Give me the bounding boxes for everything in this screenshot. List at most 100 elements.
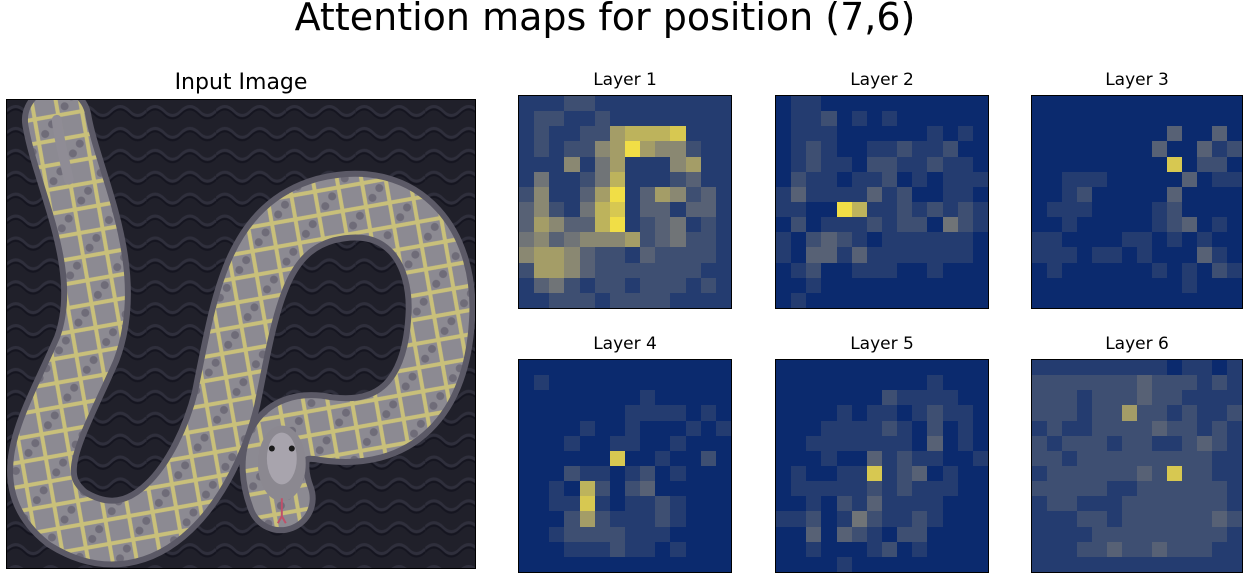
- attention-cell: [1152, 126, 1167, 142]
- attention-cell: [1107, 141, 1122, 157]
- attention-cell: [549, 556, 565, 572]
- attention-cell: [1197, 217, 1212, 233]
- attention-cell: [579, 96, 595, 112]
- attention-cell: [1137, 541, 1152, 557]
- attention-cell: [1182, 450, 1197, 466]
- attention-cell: [519, 496, 535, 512]
- attention-cell: [866, 435, 882, 451]
- attention-cell: [1107, 541, 1122, 557]
- attention-cell: [912, 247, 928, 263]
- attention-cell: [1047, 556, 1062, 572]
- attention-cell: [882, 247, 898, 263]
- attention-cell: [685, 556, 701, 572]
- attention-cell: [579, 420, 595, 436]
- layer-6-attention-map: [1031, 359, 1243, 573]
- attention-cell: [1227, 496, 1242, 512]
- attention-cell: [836, 481, 852, 497]
- attention-cell: [1137, 435, 1152, 451]
- attention-cell: [1032, 292, 1047, 308]
- attention-cell: [776, 96, 792, 112]
- attention-cell: [1197, 420, 1212, 436]
- attention-cell: [942, 390, 958, 406]
- attention-cell: [821, 262, 837, 278]
- attention-cell: [1062, 217, 1077, 233]
- attention-cell: [625, 202, 641, 218]
- attention-cell: [851, 247, 867, 263]
- attention-cell: [564, 156, 580, 172]
- attention-cell: [776, 496, 792, 512]
- attention-cell: [1212, 171, 1227, 187]
- attention-cell: [866, 405, 882, 421]
- layer-1-title: Layer 1: [593, 70, 657, 90]
- attention-cell: [1152, 511, 1167, 527]
- attention-cell: [806, 111, 822, 127]
- attention-cell: [912, 262, 928, 278]
- attention-cell: [821, 247, 837, 263]
- attention-cell: [912, 496, 928, 512]
- attention-cell: [1047, 420, 1062, 436]
- attention-cell: [1047, 277, 1062, 293]
- attention-cell: [534, 541, 550, 557]
- attention-cell: [549, 435, 565, 451]
- attention-cell: [670, 526, 686, 542]
- attention-cell: [655, 496, 671, 512]
- attention-cell: [519, 111, 535, 127]
- attention-cell: [927, 156, 943, 172]
- attention-cell: [640, 141, 656, 157]
- attention-cell: [534, 247, 550, 263]
- attention-cell: [519, 466, 535, 482]
- attention-cell: [1107, 405, 1122, 421]
- attention-cell: [1182, 420, 1197, 436]
- attention-cell: [821, 466, 837, 482]
- attention-cell: [640, 232, 656, 248]
- attention-cell: [1107, 126, 1122, 142]
- attention-cell: [1137, 390, 1152, 406]
- attention-cell: [1137, 186, 1152, 202]
- attention-cell: [655, 481, 671, 497]
- attention-cell: [625, 496, 641, 512]
- attention-cell: [700, 111, 716, 127]
- attention-cell: [942, 511, 958, 527]
- attention-cell: [791, 420, 807, 436]
- attention-cell: [685, 450, 701, 466]
- attention-cell: [1122, 526, 1137, 542]
- attention-cell: [851, 375, 867, 391]
- attention-cell: [882, 292, 898, 308]
- attention-cell: [1107, 292, 1122, 308]
- attention-cell: [1137, 466, 1152, 482]
- layer-5-title: Layer 5: [850, 334, 914, 354]
- attention-cell: [821, 277, 837, 293]
- attention-cell: [609, 217, 625, 233]
- attention-cell: [1212, 526, 1227, 542]
- attention-cell: [534, 511, 550, 527]
- attention-cell: [806, 156, 822, 172]
- attention-cell: [806, 202, 822, 218]
- attention-cell: [594, 111, 610, 127]
- attention-cell: [927, 232, 943, 248]
- attention-cell: [519, 247, 535, 263]
- attention-cell: [1167, 481, 1182, 497]
- attention-cell: [821, 511, 837, 527]
- attention-cell: [897, 232, 913, 248]
- attention-cell: [1197, 375, 1212, 391]
- attention-cell: [715, 496, 731, 512]
- attention-cell: [549, 420, 565, 436]
- attention-cell: [700, 420, 716, 436]
- attention-cell: [836, 511, 852, 527]
- attention-cell: [942, 111, 958, 127]
- attention-cell: [1212, 202, 1227, 218]
- attention-cell: [972, 126, 988, 142]
- attention-cell: [655, 556, 671, 572]
- layer-4-attention-map: [518, 359, 732, 573]
- attention-cell: [685, 262, 701, 278]
- attention-cell: [700, 375, 716, 391]
- attention-cell: [609, 111, 625, 127]
- attention-cell: [882, 541, 898, 557]
- attention-cell: [776, 526, 792, 542]
- attention-cell: [1077, 277, 1092, 293]
- attention-cell: [1062, 202, 1077, 218]
- attention-cell: [579, 141, 595, 157]
- attention-cell: [594, 292, 610, 308]
- attention-cell: [1077, 405, 1092, 421]
- attention-cell: [1077, 292, 1092, 308]
